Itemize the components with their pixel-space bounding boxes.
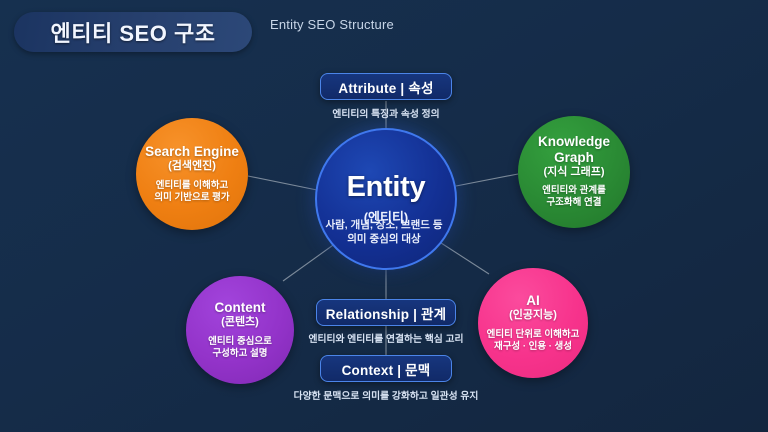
header-title-pill: 엔티티 SEO 구조 bbox=[14, 12, 252, 52]
entity-title: Entity bbox=[346, 170, 426, 203]
search-engine-desc-line-1: 엔티티를 이해하고 bbox=[155, 179, 229, 191]
ai-desc-line-1: 엔티티 단위로 이해하고 bbox=[486, 328, 580, 340]
link-entity-content bbox=[282, 242, 337, 282]
knowledge-graph-description: 엔티티와 관계를 구조화해 연결 bbox=[542, 185, 606, 209]
page-subtitle: Entity SEO Structure bbox=[270, 17, 394, 32]
search-engine-title: Search Engine bbox=[145, 143, 239, 159]
knowledge-graph-title-line-2: Graph bbox=[554, 149, 594, 165]
box-attribute[interactable]: Attribute | 속성 bbox=[320, 73, 452, 100]
node-entity[interactable]: Entity (엔티티) bbox=[315, 128, 457, 270]
page-title: 엔티티 SEO 구조 bbox=[50, 21, 216, 46]
box-relationship[interactable]: Relationship | 관계 bbox=[316, 299, 456, 326]
knowledge-graph-subtitle: (지식 그래프) bbox=[543, 165, 605, 178]
entity-description-line-2: 의미 중심의 대상 bbox=[347, 233, 421, 246]
link-entity-knowledge bbox=[455, 173, 519, 187]
node-search-engine[interactable]: Search Engine (검색엔진) 엔티티를 이해하고 의미 기반으로 평… bbox=[136, 118, 248, 230]
attribute-caption: 엔티티의 특징과 속성 정의 bbox=[332, 109, 440, 120]
knowledge-graph-desc-line-2: 구조화해 연결 bbox=[546, 197, 602, 209]
search-engine-desc-line-2: 의미 기반으로 평가 bbox=[154, 191, 230, 203]
ai-title: AI bbox=[526, 292, 540, 308]
search-engine-description: 엔티티를 이해하고 의미 기반으로 평가 bbox=[154, 180, 229, 204]
content-description: 엔티티 중심으로 구성하고 설명 bbox=[208, 336, 272, 360]
entity-description: 사람, 개념, 장소, 브랜드 등 의미 중심의 대상 bbox=[279, 218, 489, 246]
content-subtitle: (콘텐츠) bbox=[221, 316, 259, 329]
knowledge-graph-title: Knowledge Graph bbox=[538, 134, 610, 164]
ai-desc-line-2: 재구성 · 인용 · 생성 bbox=[493, 340, 573, 352]
relationship-label: Relationship | 관계 bbox=[325, 306, 447, 322]
attribute-label: Attribute | 속성 bbox=[338, 80, 434, 96]
search-engine-subtitle: (검색엔진) bbox=[168, 160, 216, 173]
knowledge-graph-desc-line-1: 엔티티와 관계를 bbox=[542, 185, 606, 197]
content-desc-line-1: 엔티티 중심으로 bbox=[208, 335, 272, 347]
relationship-caption: 엔티티와 엔티티를 연결하는 핵심 고리 bbox=[308, 334, 464, 345]
link-entity-search bbox=[247, 175, 318, 191]
node-ai[interactable]: AI (인공지능) 엔티티 단위로 이해하고 재구성 · 인용 · 생성 bbox=[478, 268, 588, 378]
entity-description-line-1: 사람, 개념, 장소, 브랜드 등 bbox=[325, 219, 443, 231]
box-context[interactable]: Context | 문맥 bbox=[320, 355, 452, 382]
ai-subtitle: (인공지능) bbox=[509, 309, 557, 322]
context-label: Context | 문맥 bbox=[341, 362, 431, 378]
ai-description: 엔티티 단위로 이해하고 재구성 · 인용 · 생성 bbox=[487, 329, 580, 353]
node-content[interactable]: Content (콘텐츠) 엔티티 중심으로 구성하고 설명 bbox=[186, 276, 294, 384]
knowledge-graph-title-line-1: Knowledge bbox=[537, 134, 610, 150]
entity-subtitle: (엔티티) bbox=[363, 209, 409, 225]
content-desc-line-2: 구성하고 설명 bbox=[212, 347, 268, 359]
node-knowledge-graph[interactable]: Knowledge Graph (지식 그래프) 엔티티와 관계를 구조화해 연… bbox=[518, 116, 630, 228]
context-caption: 다양한 문맥으로 의미를 강화하고 일관성 유지 bbox=[293, 391, 479, 402]
content-title: Content bbox=[214, 299, 266, 315]
